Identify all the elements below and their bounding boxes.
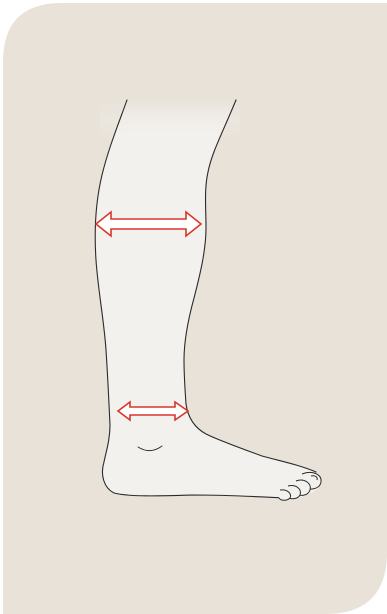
thigh-fade: [100, 100, 240, 140]
background-panel: [3, 3, 387, 614]
